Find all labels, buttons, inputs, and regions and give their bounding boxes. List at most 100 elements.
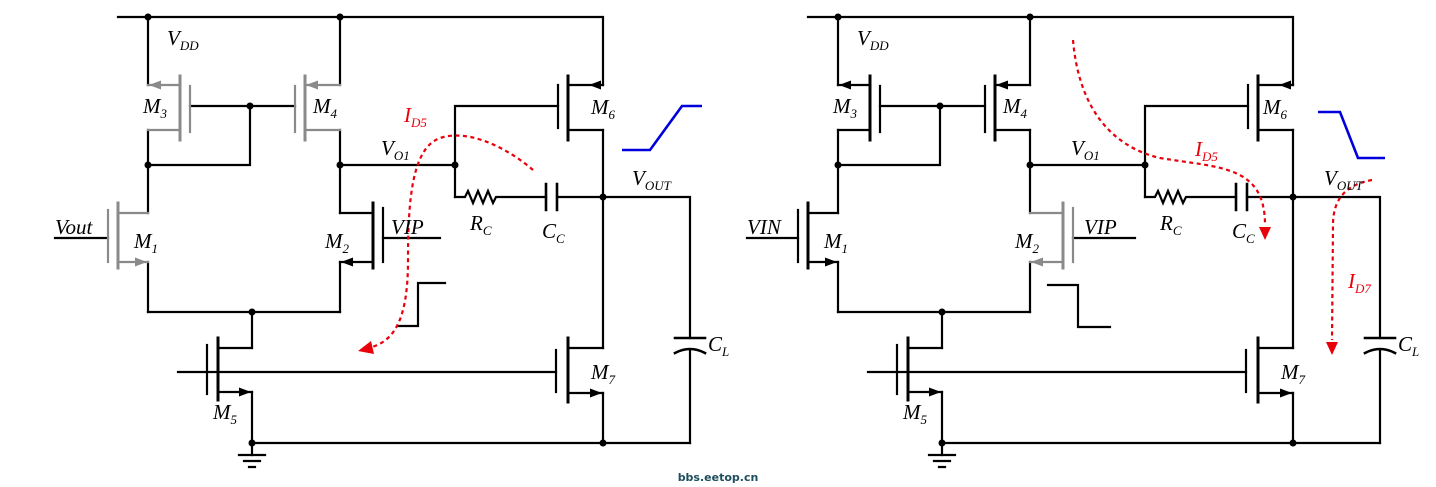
right-input-step-waveform (1046, 283, 1112, 329)
left-m1-arrow-icon (135, 257, 147, 267)
right-label-cl-sub: L (1411, 344, 1419, 359)
right-transistor-m2 (1028, 201, 1075, 270)
right-m2-arrow-icon (1031, 257, 1043, 267)
left-label-m6-sub: 6 (609, 107, 616, 122)
right-transistor-m3 (836, 74, 882, 142)
right-label-rc: RC (1159, 211, 1182, 238)
left-label-rc-main: R (469, 211, 483, 235)
left-label-vdd-main: V (167, 26, 182, 50)
left-label-m1: M1 (133, 229, 158, 256)
left-transistor-m4 (293, 74, 342, 142)
right-label-m5-sub: 5 (921, 412, 928, 427)
right-label-m7-main: M (1280, 360, 1300, 384)
left-m5-arrow-icon (239, 387, 251, 397)
left-label-m3-main: M (142, 94, 162, 118)
left-m2-arrow-icon (341, 257, 353, 267)
left-label-m7-sub: 7 (609, 372, 616, 387)
left-label-m5-sub: 5 (231, 412, 238, 427)
right-label-cc-main: C (1232, 219, 1247, 243)
left-label-rc-sub: C (483, 223, 492, 238)
left-m7-arrow-icon (590, 388, 602, 398)
left-label-m1-input-text: Vout (55, 215, 94, 239)
right-label-id5-main: I (1194, 137, 1203, 161)
left-resistor-rc (453, 188, 605, 206)
left-dot-mirror-gate (246, 102, 254, 110)
right-m6-arrow-icon (1279, 80, 1291, 90)
left-capacitor-cl (673, 336, 707, 355)
left-label-m2-input: VIP (391, 215, 424, 239)
left-label-m1-sub: 1 (152, 241, 159, 256)
left-label-m5-main: M (212, 400, 232, 424)
right-dot-mirror-gate (936, 102, 944, 110)
left-label-cc-main: C (542, 219, 557, 243)
left-m3-arrow-icon (149, 80, 161, 90)
right-labels: VDD M3 M4 M1 M2 M5 M6 M7 VIN VIP ID5 ID7… (747, 26, 1419, 427)
right-dot-vo1 (1141, 161, 1149, 169)
left-output-wire (601, 128, 692, 445)
right-label-vdd: VDD (857, 26, 889, 53)
left-label-cc: CC (542, 219, 565, 246)
right-wires (745, 15, 1382, 457)
left-output-waveform (622, 104, 702, 152)
left-label-m2-input-text: VIP (391, 215, 424, 239)
right-label-m6: M6 (1262, 95, 1288, 122)
right-label-cc-sub: C (1246, 231, 1255, 246)
left-dot-ground-m7 (599, 439, 607, 447)
right-label-id5-sub: D5 (1201, 149, 1218, 164)
watermark: bbs.eetop.cn (678, 471, 759, 484)
left-label-id5-sub: D5 (410, 115, 427, 130)
right-dot-vdd-m4 (1026, 13, 1034, 21)
right-dot-vout (1289, 193, 1297, 201)
right-label-vout-main: V (1324, 166, 1339, 190)
left-dot-vo1 (451, 161, 459, 169)
right-label-cl: CL (1398, 332, 1419, 359)
right-label-m7: M7 (1280, 360, 1306, 387)
right-label-vout: VOUT (1324, 166, 1364, 193)
left-label-vdd-sub: DD (179, 38, 199, 53)
left-label-m6-main: M (590, 95, 610, 119)
right-label-id7-main: I (1347, 269, 1356, 293)
left-label-m4-main: M (312, 94, 332, 118)
right-label-m6-sub: 6 (1281, 107, 1288, 122)
left-label-rc: RC (469, 211, 492, 238)
right-id7-arrowhead-icon (1326, 342, 1338, 355)
left-dot-tail (248, 308, 256, 316)
left-vo1-wire (338, 104, 560, 199)
right-resistor-rc (1143, 188, 1295, 206)
right-transistor-m1 (796, 201, 840, 270)
left-label-cc-sub: C (556, 231, 565, 246)
left-dot-vout (599, 193, 607, 201)
left-label-vo1-main: V (381, 136, 396, 160)
right-dot-m2-drain (1026, 161, 1034, 169)
left-label-m2: M2 (324, 229, 350, 256)
right-id7-current-path (1330, 178, 1373, 341)
right-label-m3-main: M (832, 94, 852, 118)
left-transistor-m1 (106, 201, 150, 270)
right-label-m4: M4 (1002, 94, 1028, 121)
right-m7-arrow-icon (1280, 388, 1292, 398)
right-label-m5: M5 (902, 400, 928, 427)
right-label-m2-main: M (1014, 229, 1034, 253)
left-capacitor-cc (544, 182, 559, 212)
right-label-m5-main: M (902, 400, 922, 424)
right-vdd-rail (806, 15, 1295, 87)
left-transistor-m2 (338, 201, 385, 270)
right-label-m2-input: VIP (1084, 215, 1117, 239)
left-wires (53, 15, 692, 457)
right-id5-arrowhead-icon (1259, 227, 1271, 240)
right-label-id7-sub: D7 (1354, 281, 1371, 296)
right-transistor-m4 (983, 74, 1032, 142)
right-transistor-m6 (1246, 74, 1295, 142)
left-transistor-m6 (556, 74, 605, 142)
circuit-right: VDD M3 M4 M1 M2 M5 M6 M7 VIN VIP ID5 ID7… (745, 13, 1419, 469)
left-dot-m1-drain (144, 161, 152, 169)
circuit-left: VDD M3 M4 M1 M2 M5 M6 M7 Vout VIP ID5 VO… (53, 13, 729, 469)
left-label-m6: M6 (590, 95, 616, 122)
right-m1-arrow-icon (825, 257, 837, 267)
right-label-m2-sub: 2 (1033, 241, 1040, 256)
right-capacitor-cl (1363, 336, 1397, 355)
right-output-wire (1291, 128, 1382, 445)
left-label-m7: M7 (590, 360, 616, 387)
right-label-m6-main: M (1262, 95, 1282, 119)
right-vo1-wire (1028, 104, 1250, 199)
